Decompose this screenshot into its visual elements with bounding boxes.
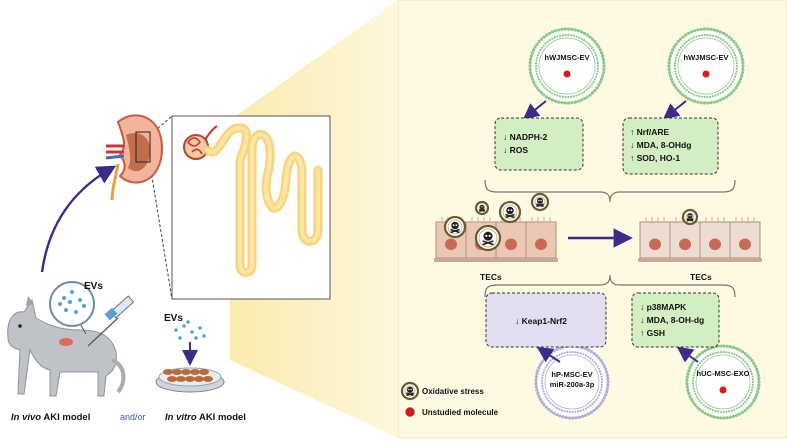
nephron-zoom-box bbox=[171, 115, 331, 300]
zoom-line-bottom bbox=[149, 164, 173, 300]
arrow-v4-box4 bbox=[676, 346, 699, 363]
vesicle-huc-msc-exo-label-0: hUC-MSC-EXO bbox=[697, 369, 750, 378]
effect-box-1 bbox=[494, 117, 584, 171]
vesicle-hwjmsc-ev-2: hWJMSC-EV bbox=[667, 27, 745, 105]
ev-bubble bbox=[49, 281, 95, 335]
kidney-illustration bbox=[105, 114, 164, 201]
tecs-right-label: TECs bbox=[690, 272, 712, 282]
vesicle-huc-msc-exo: hUC-MSC-EXO bbox=[685, 344, 761, 420]
vesicle-hp-msc-ev-label-0: hP-MSC-EV bbox=[551, 370, 592, 379]
vesicle-hwjmsc-ev-2-unstudied-dot bbox=[702, 70, 710, 78]
effect-box-2 bbox=[622, 117, 719, 175]
vesicle-hwjmsc-ev-1-unstudied-dot bbox=[563, 70, 571, 78]
arrow-v3-box3 bbox=[536, 346, 561, 363]
evs-bottom-label: EVs bbox=[164, 313, 183, 324]
in-vivo-label: In vivo AKI model bbox=[11, 412, 90, 423]
vesicle-hwjmsc-ev-2-label-0: hWJMSC-EV bbox=[684, 53, 729, 62]
syringe-icon bbox=[87, 295, 135, 347]
tec-cell bbox=[525, 217, 557, 259]
brace-top bbox=[484, 179, 736, 203]
legend-oxidative-icon bbox=[400, 381, 420, 401]
arrow-v1-box1 bbox=[522, 100, 547, 120]
legend-red-dot bbox=[405, 407, 415, 417]
tec-cell bbox=[729, 217, 761, 259]
vesicle-hp-msc-ev-label-1: miR-200a-3p bbox=[550, 380, 595, 389]
in-vitro-label: In vitro AKI model bbox=[165, 412, 246, 423]
vesicle-huc-msc-exo-unstudied-dot bbox=[719, 386, 727, 394]
effect-box-4 bbox=[631, 292, 720, 348]
box2-line-2: ↑ SOD, HO-1 bbox=[630, 153, 680, 163]
evs-top-label: EVs bbox=[84, 281, 103, 292]
legend-oxidative-label: Oxidative stress bbox=[422, 387, 484, 396]
tec-cell bbox=[699, 217, 731, 259]
cat-illustration bbox=[7, 295, 135, 397]
box4-line-1: ↓ MDA, 8-OH-dg bbox=[640, 315, 704, 325]
legend-unstudied-label: Unstudied molecule bbox=[422, 408, 499, 417]
and-or-label: and/or bbox=[120, 412, 146, 422]
arrow-v2-box2 bbox=[662, 100, 687, 120]
box4-line-0: ↓ p38MAPK bbox=[640, 302, 687, 312]
lesion bbox=[59, 338, 73, 346]
in-vivo-arrow bbox=[40, 165, 117, 273]
brace-bottom bbox=[484, 274, 736, 298]
tec-layer-left bbox=[434, 192, 558, 262]
vesicle-hwjmsc-ev-1-label-0: hWJMSC-EV bbox=[545, 53, 590, 62]
box2-line-0: ↑ Nrf/ARE bbox=[630, 127, 670, 137]
box2-line-1: ↓ MDA, 8-OHdg bbox=[630, 140, 691, 150]
box1-line-1: ↓ ROS bbox=[503, 145, 528, 155]
box1-line-0: ↓ NADPH-2 bbox=[503, 132, 548, 142]
tec-cell bbox=[669, 217, 701, 259]
box4-line-2: ↑ GSH bbox=[640, 328, 665, 338]
tecs-left-label: TECs bbox=[480, 272, 502, 282]
petri-dish bbox=[155, 320, 225, 393]
tec-cell bbox=[639, 217, 671, 259]
effect-box-3 bbox=[485, 292, 607, 348]
vesicle-hwjmsc-ev-1: hWJMSC-EV bbox=[528, 27, 606, 105]
box3-line-0: ↓ Keap1-Nrf2 bbox=[515, 316, 567, 326]
legend: Oxidative stress Unstudied molecule bbox=[400, 381, 499, 417]
tec-layer-right bbox=[638, 208, 762, 262]
